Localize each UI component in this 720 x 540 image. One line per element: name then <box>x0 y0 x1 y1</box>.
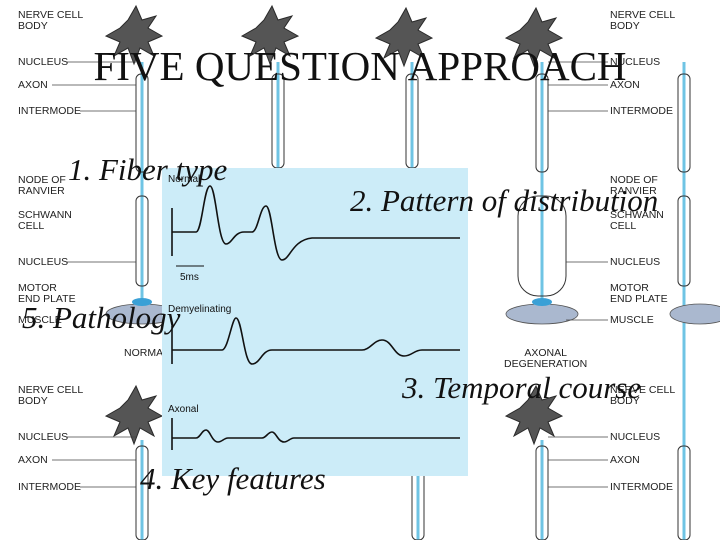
label-nucleus-3: NUCLEUS <box>18 431 69 443</box>
label-node-of-ranvier-right: NODE OF RANVIER <box>610 174 658 197</box>
label-nerve-cell-body-right-2: NERVE CELL BODY <box>610 384 676 407</box>
label-axon: AXON <box>18 79 48 91</box>
label-nucleus-2: NUCLEUS <box>18 256 69 268</box>
label-muscle-right: MUSCLE <box>610 314 654 326</box>
question-pathology: 5. Pathology <box>22 300 181 335</box>
label-node-of-ranvier: NODE OF RANVIER <box>18 174 66 197</box>
label-nucleus: NUCLEUS <box>18 56 69 68</box>
label-intermode-right: INTERMODE <box>610 105 673 117</box>
label-axonal-degeneration: AXONAL DEGENERATION <box>504 347 588 370</box>
label-motor-end-plate: MOTOR END PLATE <box>18 282 76 305</box>
label-axonal-trace: Axonal <box>168 404 199 415</box>
nerve-conduction-panel: Normal 5ms Demyelinating Axonal <box>162 168 468 476</box>
label-schwann-cell: SCHWANN CELL <box>18 209 72 232</box>
label-nerve-cell-body-2: NERVE CELL BODY <box>18 384 84 407</box>
label-intermode-2: INTERMODE <box>18 481 81 493</box>
question-key-features: 4. Key features <box>140 461 326 496</box>
label-axon-2: AXON <box>18 454 48 466</box>
label-axon-right: AXON <box>610 79 640 91</box>
label-intermode: INTERMODE <box>18 105 81 117</box>
label-motor-end-plate-right: MOTOR END PLATE <box>610 282 668 305</box>
label-nucleus-right-2: NUCLEUS <box>610 256 661 268</box>
label-demyelinating-trace: Demyelinating <box>168 304 232 315</box>
label-intermode-right-2: INTERMODE <box>610 481 673 493</box>
label-normal: NORMAL <box>124 347 169 359</box>
label-muscle: MUSCLE <box>18 314 62 326</box>
label-nerve-cell-body-right: NERVE CELL BODY <box>610 9 676 32</box>
question-fiber-type: 1. Fiber type <box>68 152 228 187</box>
label-scale-5ms: 5ms <box>180 272 199 283</box>
label-normal-trace: Normal <box>168 174 201 185</box>
label-nucleus-right: NUCLEUS <box>610 56 661 68</box>
label-axon-right-2: AXON <box>610 454 640 466</box>
label-schwann-cell-right: SCHWANN CELL <box>610 209 664 232</box>
neuron-cell-body <box>104 4 564 68</box>
question-temporal-course: 3. Temporal course <box>402 370 642 405</box>
slide-title: FIVE QUESTION APPROACH <box>93 43 627 89</box>
conduction-waveforms <box>171 185 460 450</box>
label-nerve-cell-body: NERVE CELL BODY <box>18 9 84 32</box>
label-nucleus-right-3: NUCLEUS <box>610 431 661 443</box>
question-pattern-of-distribution: 2. Pattern of distribution <box>350 183 659 218</box>
